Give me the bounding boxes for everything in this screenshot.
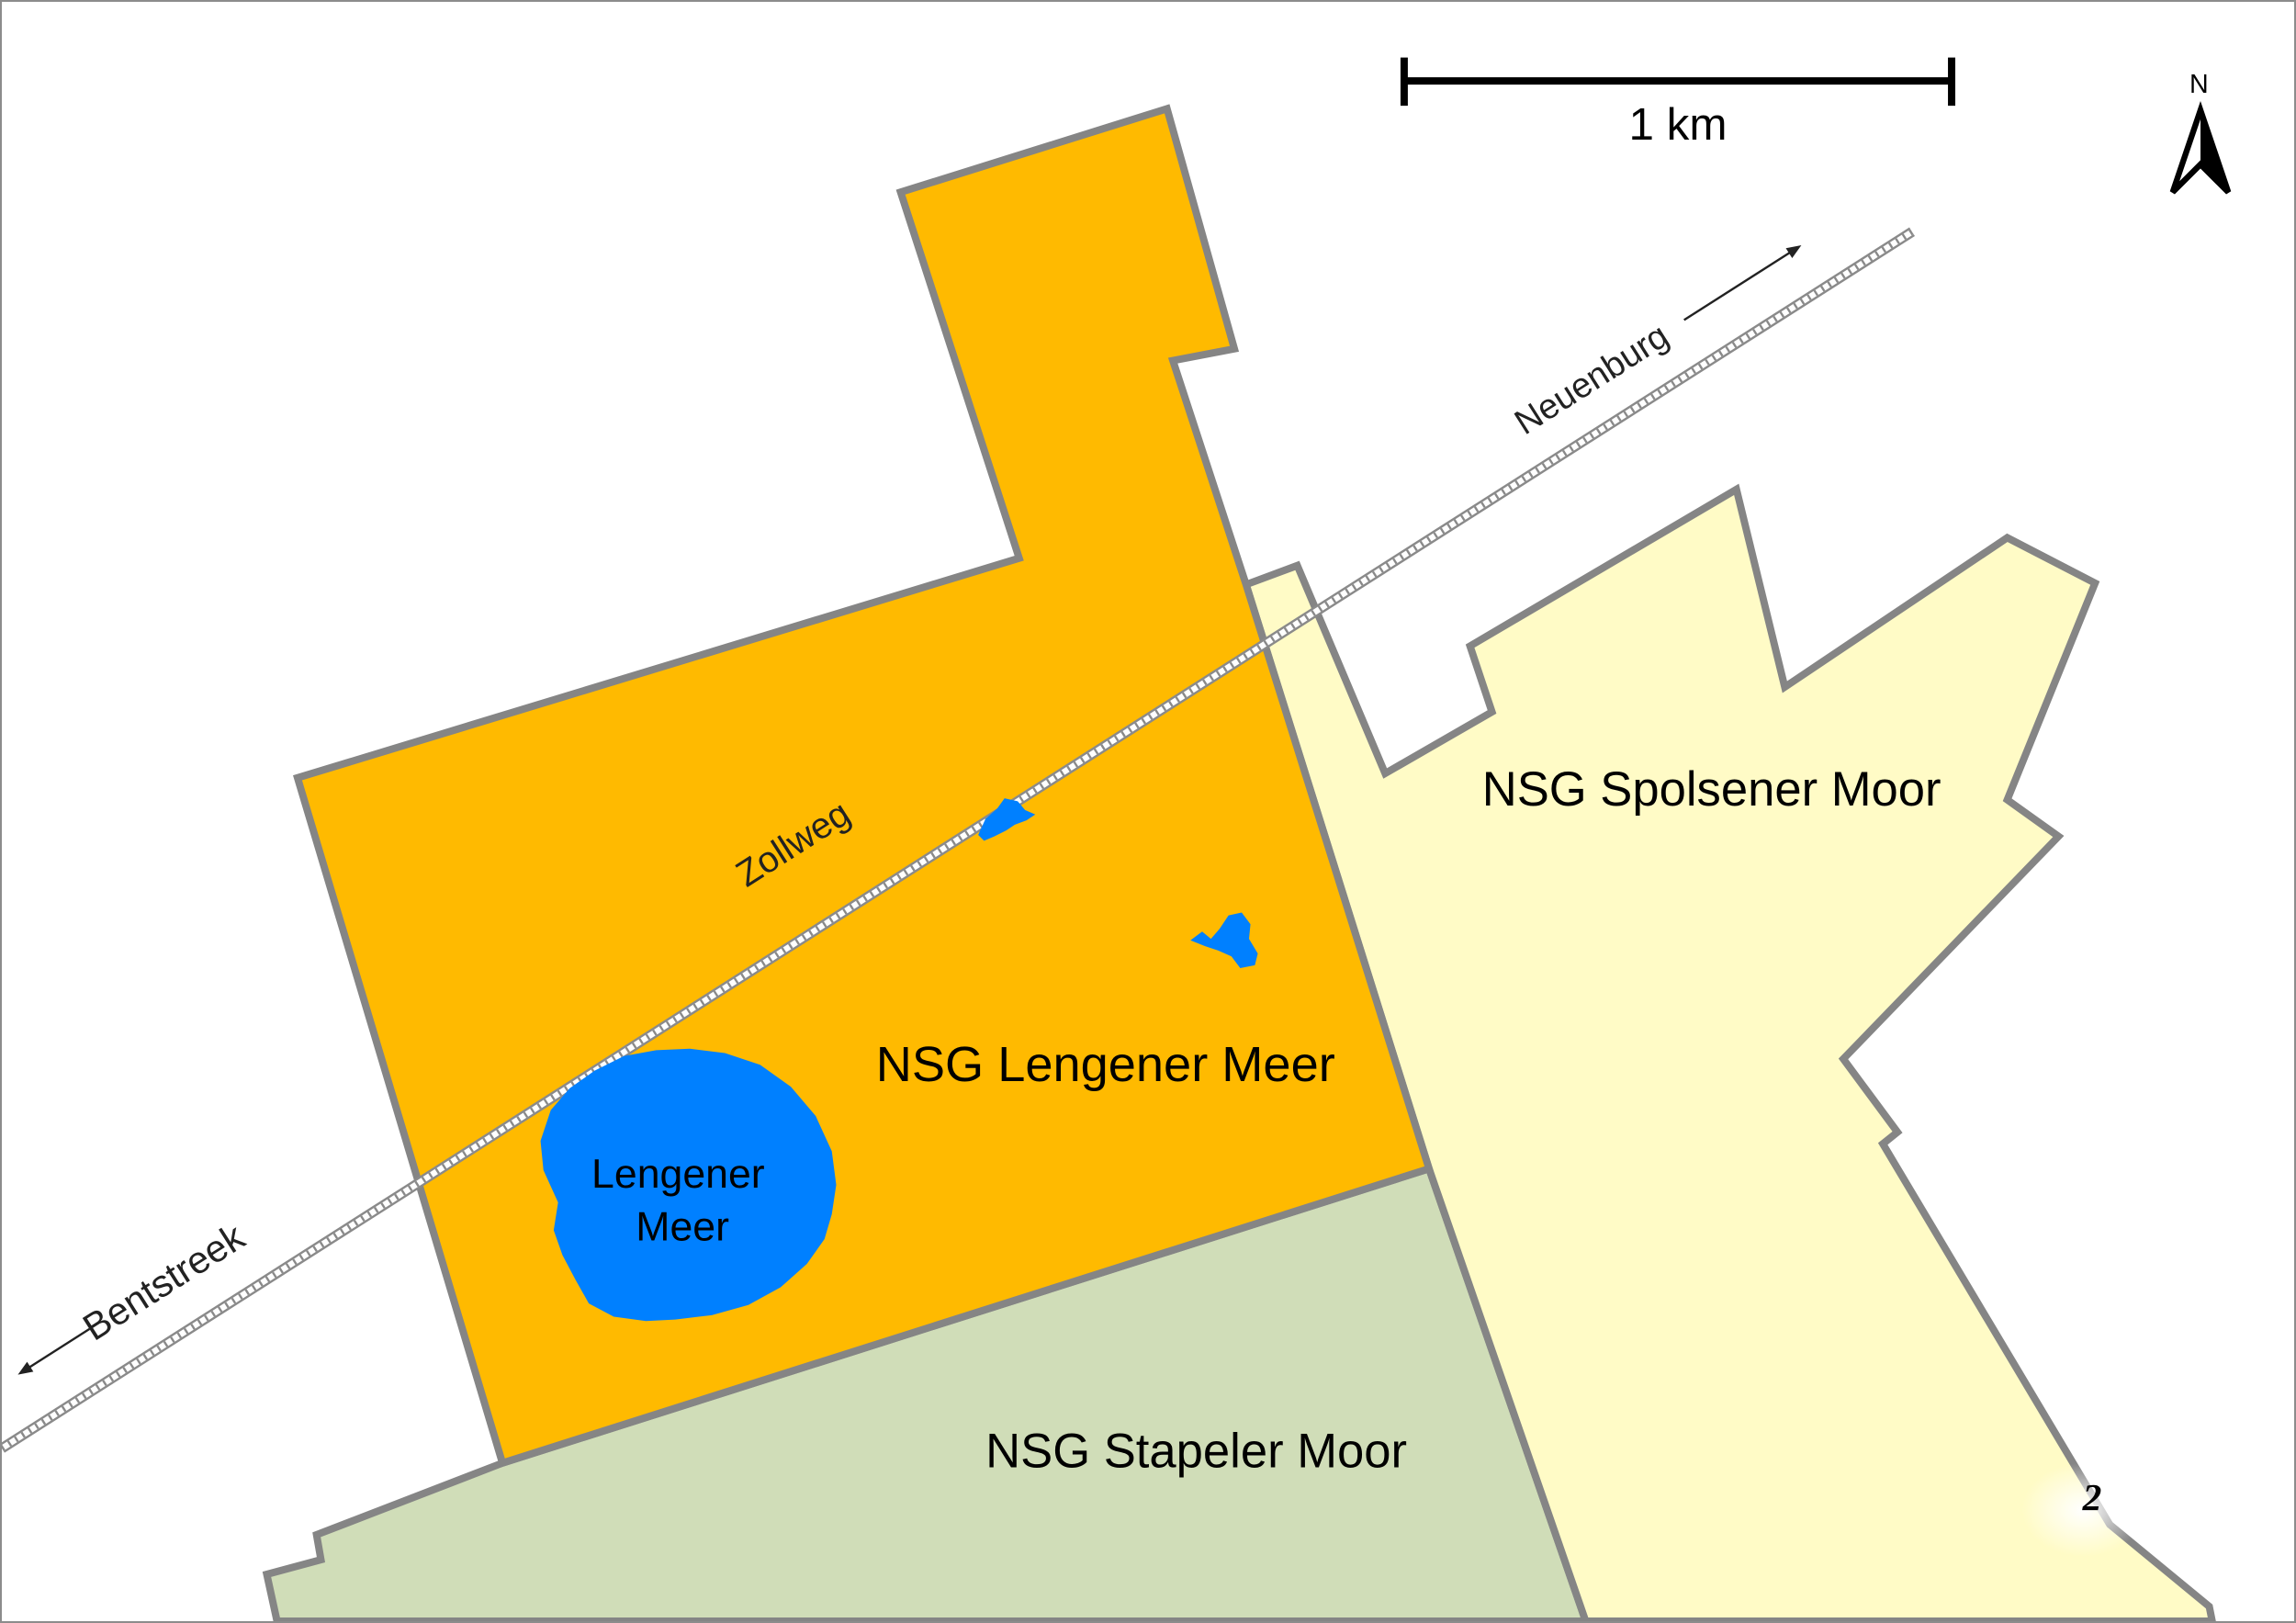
arrow-left-icon: [17, 1327, 91, 1375]
page-number: 2: [2082, 1476, 2102, 1518]
north-arrow: N: [2169, 70, 2232, 195]
bentstreek-road-label: Bentstreek: [75, 1214, 253, 1348]
scale-bar-label: 1 km: [1628, 99, 1727, 150]
small-pond-1: [978, 798, 1036, 841]
north-arrow-icon: [2169, 101, 2232, 195]
lengener-meer-lake: [540, 1048, 837, 1322]
lake-label-line2: Meer: [636, 1205, 729, 1250]
neuenburg-road-label: Neuenburg: [1508, 316, 1676, 443]
zollweg-railway: [2, 227, 1915, 1453]
stapeler-moor-area-label: NSG Stapeler Moor: [985, 1425, 1407, 1479]
arrow-right-icon: [1683, 245, 1802, 321]
neuenburg-direction: Neuenburg: [1508, 245, 1802, 443]
page-number-badge: 2: [2021, 1462, 2145, 1557]
lake-label-line1: Lengener: [591, 1152, 765, 1197]
scale-bar: 1 km: [1400, 57, 1956, 150]
spolsener-moor-area-label: NSG Spolsener Moor: [1482, 762, 1941, 817]
spolsener-moor-area: [1241, 483, 2216, 1621]
north-arrow-label: N: [2189, 70, 2209, 99]
small-pond-2: [1190, 912, 1258, 969]
lengener-meer-area-label: NSG Lengener Meer: [876, 1037, 1335, 1092]
